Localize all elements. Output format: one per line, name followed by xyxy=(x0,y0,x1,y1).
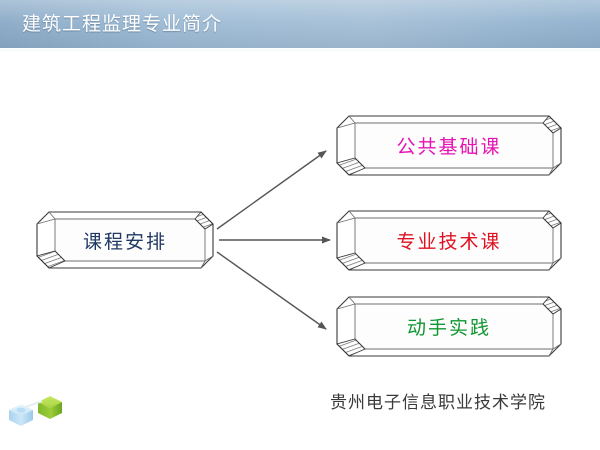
target-box-2-shape xyxy=(336,210,562,271)
footer-organization: 贵州电子信息职业技术学院 xyxy=(330,393,546,413)
diagram-source-box[interactable]: 课程安排 xyxy=(36,211,214,269)
two-cubes-logo xyxy=(9,396,62,426)
logo-cube-blue xyxy=(9,404,33,426)
diagram-target-box-2[interactable]: 专业技术课 xyxy=(336,210,562,271)
connector-arrow-1 xyxy=(216,150,327,230)
source-box-shape xyxy=(36,211,214,269)
title-banner xyxy=(0,0,600,48)
connector-arrow-3 xyxy=(216,251,327,330)
target-box-3-shape xyxy=(336,296,562,357)
page-title: 建筑工程监理专业简介 xyxy=(22,13,223,35)
diagram-target-box-1[interactable]: 公共基础课 xyxy=(336,115,562,176)
diagram-target-box-3[interactable]: 动手实践 xyxy=(336,296,562,357)
banner-underline xyxy=(0,48,600,51)
logo-cube-green xyxy=(38,396,62,419)
target-box-1-shape xyxy=(336,115,562,176)
